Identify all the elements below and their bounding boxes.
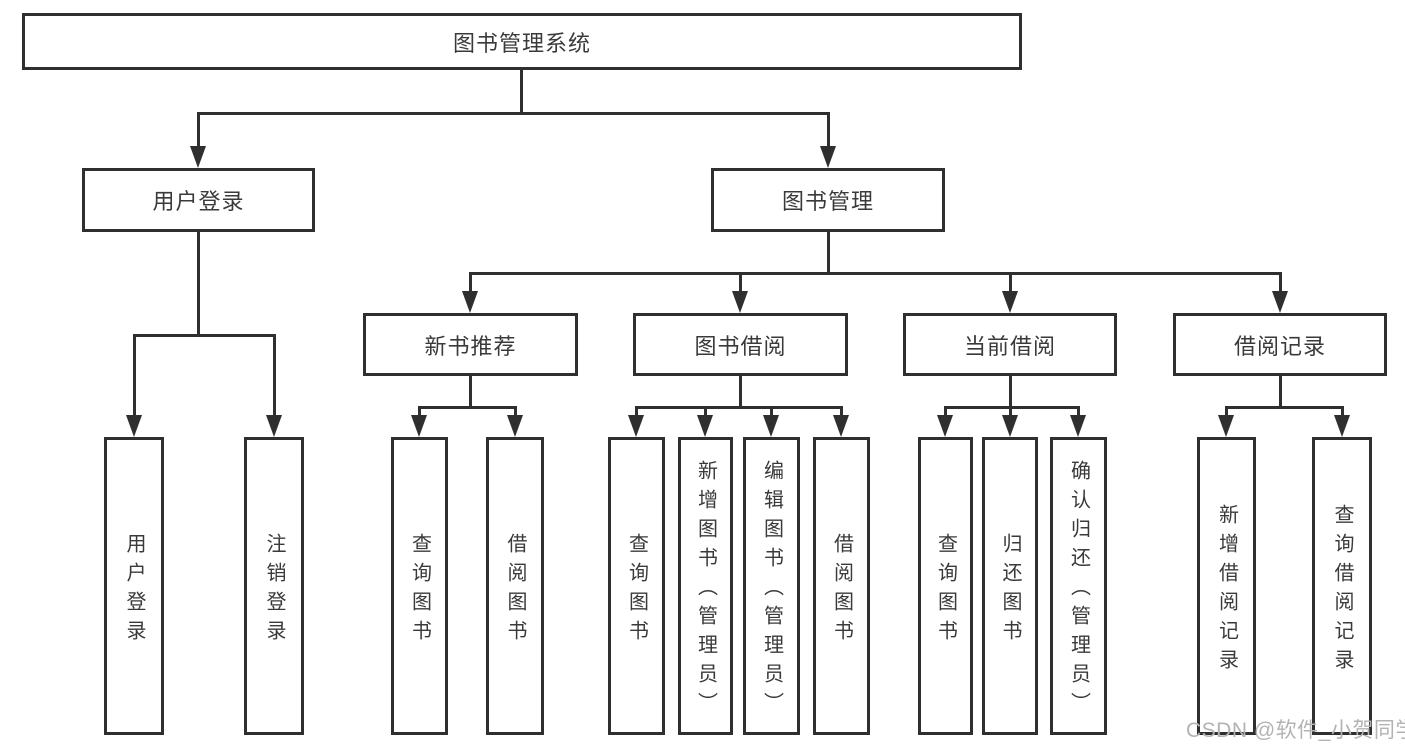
leaf-return-book: 归还图书 bbox=[982, 437, 1038, 735]
connector-line bbox=[196, 232, 200, 337]
connector-line bbox=[417, 407, 421, 421]
node-book-management-system: 图书管理系统 bbox=[22, 13, 1022, 70]
connector-line bbox=[417, 405, 517, 409]
connector-line bbox=[196, 111, 830, 115]
connector-line bbox=[1340, 407, 1344, 421]
arrowhead-down-icon bbox=[266, 415, 282, 437]
connector-line bbox=[634, 407, 638, 421]
leaf-return-book-label: 归还图书 bbox=[999, 532, 1021, 649]
connector-line bbox=[826, 113, 830, 152]
leaf-borrow-books-1: 借阅图书 bbox=[486, 437, 544, 735]
connector-line bbox=[1076, 407, 1080, 421]
leaf-borrow-books-1-label: 借阅图书 bbox=[504, 532, 526, 649]
leaf-user-login: 用户登录 bbox=[104, 437, 164, 735]
leaf-add-borrow-record: 新增借阅记录 bbox=[1197, 437, 1256, 735]
connector-line bbox=[943, 407, 947, 421]
node-book-borrowing-label: 图书借阅 bbox=[694, 333, 787, 359]
connector-line bbox=[703, 407, 707, 421]
arrowhead-down-icon bbox=[732, 291, 748, 313]
arrowhead-down-icon bbox=[1002, 415, 1018, 437]
arrowhead-down-icon bbox=[833, 415, 849, 437]
connector-line bbox=[738, 273, 742, 297]
node-book-management-label: 图书管理 bbox=[781, 189, 874, 214]
leaf-query-books-3-label: 查询图书 bbox=[934, 532, 957, 649]
arrowhead-down-icon bbox=[628, 415, 644, 437]
node-current-borrowing: 当前借阅 bbox=[903, 313, 1117, 376]
connector-line bbox=[468, 271, 1282, 275]
leaf-edit-book-admin-label: 编辑图书（管理员） bbox=[760, 460, 783, 721]
arrowhead-down-icon bbox=[697, 415, 713, 437]
leaf-query-books-3: 查询图书 bbox=[918, 437, 973, 735]
arrowhead-down-icon bbox=[1002, 291, 1018, 313]
connector-line bbox=[634, 405, 843, 409]
arrowhead-down-icon bbox=[1218, 415, 1234, 437]
leaf-query-borrow-record: 查询借阅记录 bbox=[1312, 437, 1372, 735]
leaf-logout-label: 注销登录 bbox=[263, 532, 285, 649]
connector-line bbox=[1008, 273, 1012, 297]
connector-line bbox=[1224, 407, 1228, 421]
node-new-book-recommendation: 新书推荐 bbox=[363, 313, 578, 376]
node-user-login-label: 用户登录 bbox=[152, 189, 245, 214]
leaf-borrow-books-2: 借阅图书 bbox=[813, 437, 870, 735]
connector-line bbox=[132, 333, 276, 337]
leaf-user-login-label: 用户登录 bbox=[123, 532, 145, 649]
watermark-text: CSDN @软件_小贺同学 bbox=[1186, 719, 1405, 742]
connector-line bbox=[468, 273, 472, 297]
leaf-query-borrow-record-label: 查询借阅记录 bbox=[1331, 503, 1353, 678]
connector-line bbox=[132, 335, 136, 421]
arrowhead-down-icon bbox=[507, 415, 523, 437]
node-book-management: 图书管理 bbox=[711, 168, 945, 232]
leaf-logout: 注销登录 bbox=[244, 437, 304, 735]
connector-line bbox=[196, 113, 200, 152]
leaf-confirm-return-admin-label: 确认归还（管理员） bbox=[1067, 460, 1090, 721]
arrowhead-down-icon bbox=[937, 415, 953, 437]
node-user-login: 用户登录 bbox=[82, 168, 315, 232]
arrowhead-down-icon bbox=[1334, 415, 1350, 437]
node-book-borrowing: 图书借阅 bbox=[633, 313, 848, 376]
connector-line bbox=[1278, 273, 1282, 297]
leaf-query-books-1-label: 查询图书 bbox=[408, 532, 431, 649]
connector-line bbox=[738, 376, 742, 409]
leaf-confirm-return-admin: 确认归还（管理员） bbox=[1050, 437, 1107, 735]
arrowhead-down-icon bbox=[1070, 415, 1086, 437]
connector-line bbox=[839, 407, 843, 421]
arrowhead-down-icon bbox=[820, 146, 836, 168]
arrowhead-down-icon bbox=[1272, 291, 1288, 313]
connector-line bbox=[272, 335, 276, 421]
arrowhead-down-icon bbox=[462, 291, 478, 313]
connector-line bbox=[1008, 376, 1012, 409]
arrowhead-down-icon bbox=[763, 415, 779, 437]
leaf-add-borrow-record-label: 新增借阅记录 bbox=[1215, 503, 1238, 678]
leaf-add-book-admin-label: 新增图书（管理员） bbox=[694, 460, 717, 721]
arrowhead-down-icon bbox=[126, 415, 142, 437]
connector-line bbox=[1278, 376, 1282, 409]
leaf-edit-book-admin: 编辑图书（管理员） bbox=[743, 437, 800, 735]
connector-line bbox=[513, 407, 517, 421]
connector-line bbox=[943, 405, 1080, 409]
arrowhead-down-icon bbox=[411, 415, 427, 437]
node-current-borrowing-label: 当前借阅 bbox=[963, 333, 1056, 359]
leaf-query-books-2-label: 查询图书 bbox=[625, 532, 648, 649]
connector-line bbox=[826, 232, 830, 275]
node-borrowing-records-label: 借阅记录 bbox=[1233, 333, 1326, 359]
connector-line bbox=[1008, 407, 1012, 421]
connector-line bbox=[519, 70, 523, 115]
node-borrowing-records: 借阅记录 bbox=[1173, 313, 1387, 376]
connector-line bbox=[769, 407, 773, 421]
arrowhead-down-icon bbox=[190, 146, 206, 168]
node-new-book-recommendation-label: 新书推荐 bbox=[424, 333, 517, 359]
leaf-query-books-2: 查询图书 bbox=[608, 437, 665, 735]
connector-line bbox=[1224, 405, 1344, 409]
connector-line bbox=[468, 376, 472, 409]
node-book-management-system-label: 图书管理系统 bbox=[452, 30, 591, 56]
leaf-borrow-books-2-label: 借阅图书 bbox=[830, 532, 853, 649]
leaf-add-book-admin: 新增图书（管理员） bbox=[678, 437, 733, 735]
leaf-query-books-1: 查询图书 bbox=[391, 437, 448, 735]
